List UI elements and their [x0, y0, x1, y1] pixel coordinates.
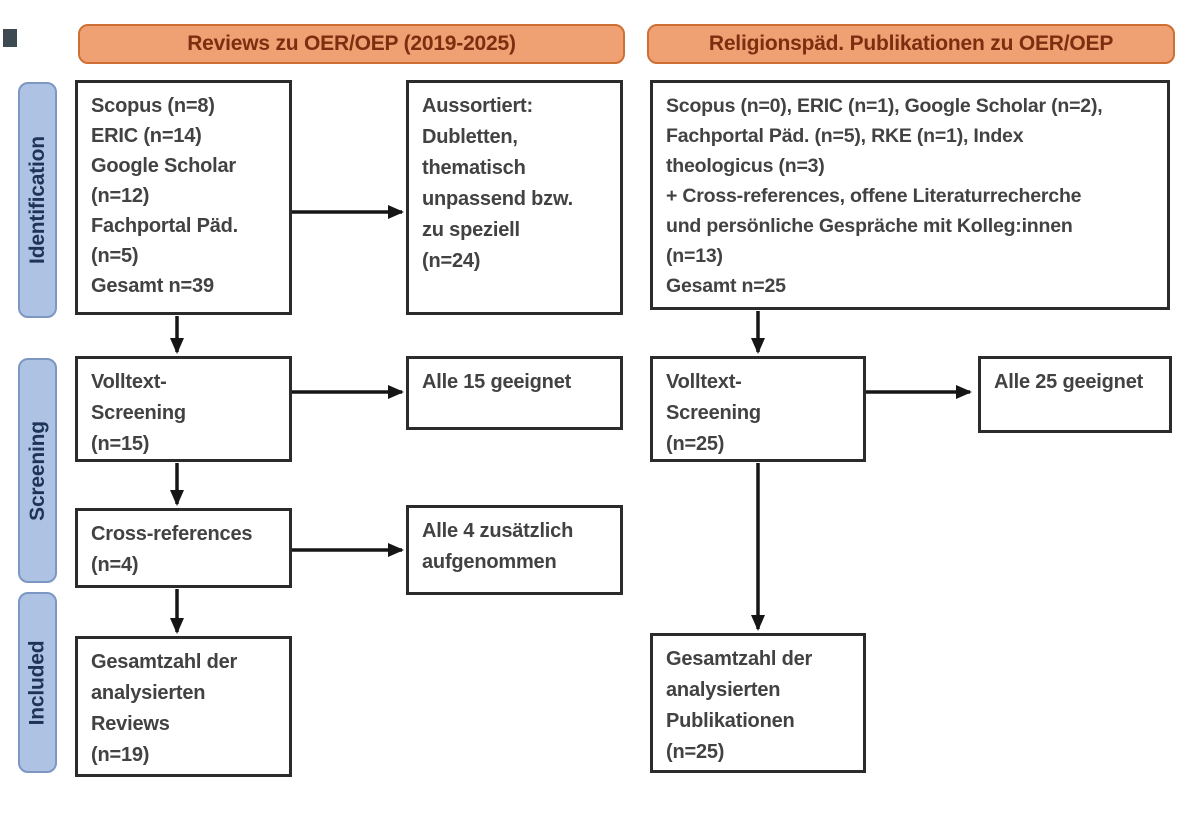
column-header-reviews: Reviews zu OER/OEP (2019-2025) [78, 24, 625, 64]
box-left-fulltext-result: Alle 15 geeignet [406, 356, 623, 430]
box-left-cross-references: Cross-references (n=4) [75, 508, 292, 588]
stage-label-identification-text: Identification [25, 136, 49, 264]
box-right-included-total: Gesamtzahl der analysierten Publikatione… [650, 633, 866, 773]
box-left-identification-sources: Scopus (n=8) ERIC (n=14) Google Scholar … [75, 80, 292, 315]
corner-artifact-square [3, 29, 17, 47]
stage-label-included: Included [18, 592, 57, 773]
box-left-excluded: Aussortiert: Dubletten, thematisch unpas… [406, 80, 623, 315]
box-right-fulltext-result: Alle 25 geeignet [978, 356, 1172, 433]
box-right-fulltext-screening: Volltext- Screening (n=25) [650, 356, 866, 462]
column-header-religionspaed-publikationen: Religionspäd. Publikationen zu OER/OEP [647, 24, 1175, 64]
box-left-included-total: Gesamtzahl der analysierten Reviews (n=1… [75, 636, 292, 777]
stage-label-included-text: Included [25, 640, 49, 725]
stage-label-screening: Screening [18, 358, 57, 583]
box-left-crossref-result: Alle 4 zusätzlich aufgenommen [406, 505, 623, 595]
stage-label-screening-text: Screening [25, 420, 49, 521]
box-left-fulltext-screening: Volltext- Screening (n=15) [75, 356, 292, 462]
box-right-identification-sources: Scopus (n=0), ERIC (n=1), Google Scholar… [650, 80, 1170, 310]
stage-label-identification: Identification [18, 82, 57, 318]
